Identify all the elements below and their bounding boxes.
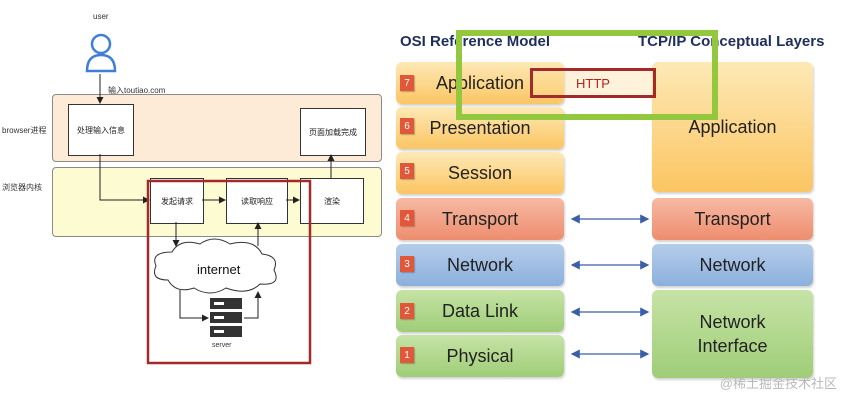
browser-kernel-label: 浏览器内核 (2, 183, 42, 192)
server-label: server (212, 342, 232, 349)
physical-arrow (570, 349, 650, 359)
network-interface-line1: Network (699, 312, 766, 332)
tcpip-layer-network: Network (652, 244, 813, 286)
application-highlight-box (456, 30, 718, 120)
osi-layer-transport: Transport (396, 198, 564, 240)
watermark: @稀土掘金技术社区 (719, 376, 837, 391)
tcpip-layer-transport: Transport (652, 198, 813, 240)
layer-number-5: 5 (400, 163, 414, 179)
internet-cloud-shape (154, 238, 277, 294)
network-interface-line2: Interface (697, 336, 768, 356)
tcpip-layer-application: Application (652, 62, 813, 192)
page-loaded-box: 页面加载完成 (300, 108, 366, 156)
layer-number-7: 7 (400, 75, 414, 91)
layer-number-6: 6 (400, 118, 414, 134)
handle-input-box: 处理输入信息 (68, 104, 134, 156)
osi-layer-data-link: Data Link (396, 290, 564, 332)
server-icon (210, 298, 242, 337)
browser-process-label: browser进程 (2, 126, 47, 135)
layer-number-1: 1 (400, 347, 414, 363)
url-input-label: 输入toutiao.com (108, 86, 166, 95)
osi-layer-network: Network (396, 244, 564, 286)
internet-label: internet (197, 262, 241, 277)
osi-layer-session: Session (396, 152, 564, 194)
osi-layer-physical: Physical (396, 335, 564, 377)
layer-number-3: 3 (400, 256, 414, 272)
user-label: user (93, 12, 109, 21)
tcpip-title: TCP/IP Conceptual Layers (638, 33, 825, 50)
osi-title: OSI Reference Model (400, 33, 551, 50)
browser-flow-diagram: user 输入toutiao.com browser进程 浏览器内核 处理输入信… (0, 0, 390, 400)
layer-number-2: 2 (400, 303, 414, 319)
tcpip-layer-network-interface: Network Interface (652, 290, 813, 378)
layer-number-4: 4 (400, 210, 414, 226)
flow-connectors (96, 74, 335, 365)
http-label-box: HTTP (530, 68, 656, 98)
user-icon (85, 33, 117, 73)
layer-mapping-arrows (570, 214, 650, 317)
send-request-box: 发起请求 (150, 178, 204, 224)
